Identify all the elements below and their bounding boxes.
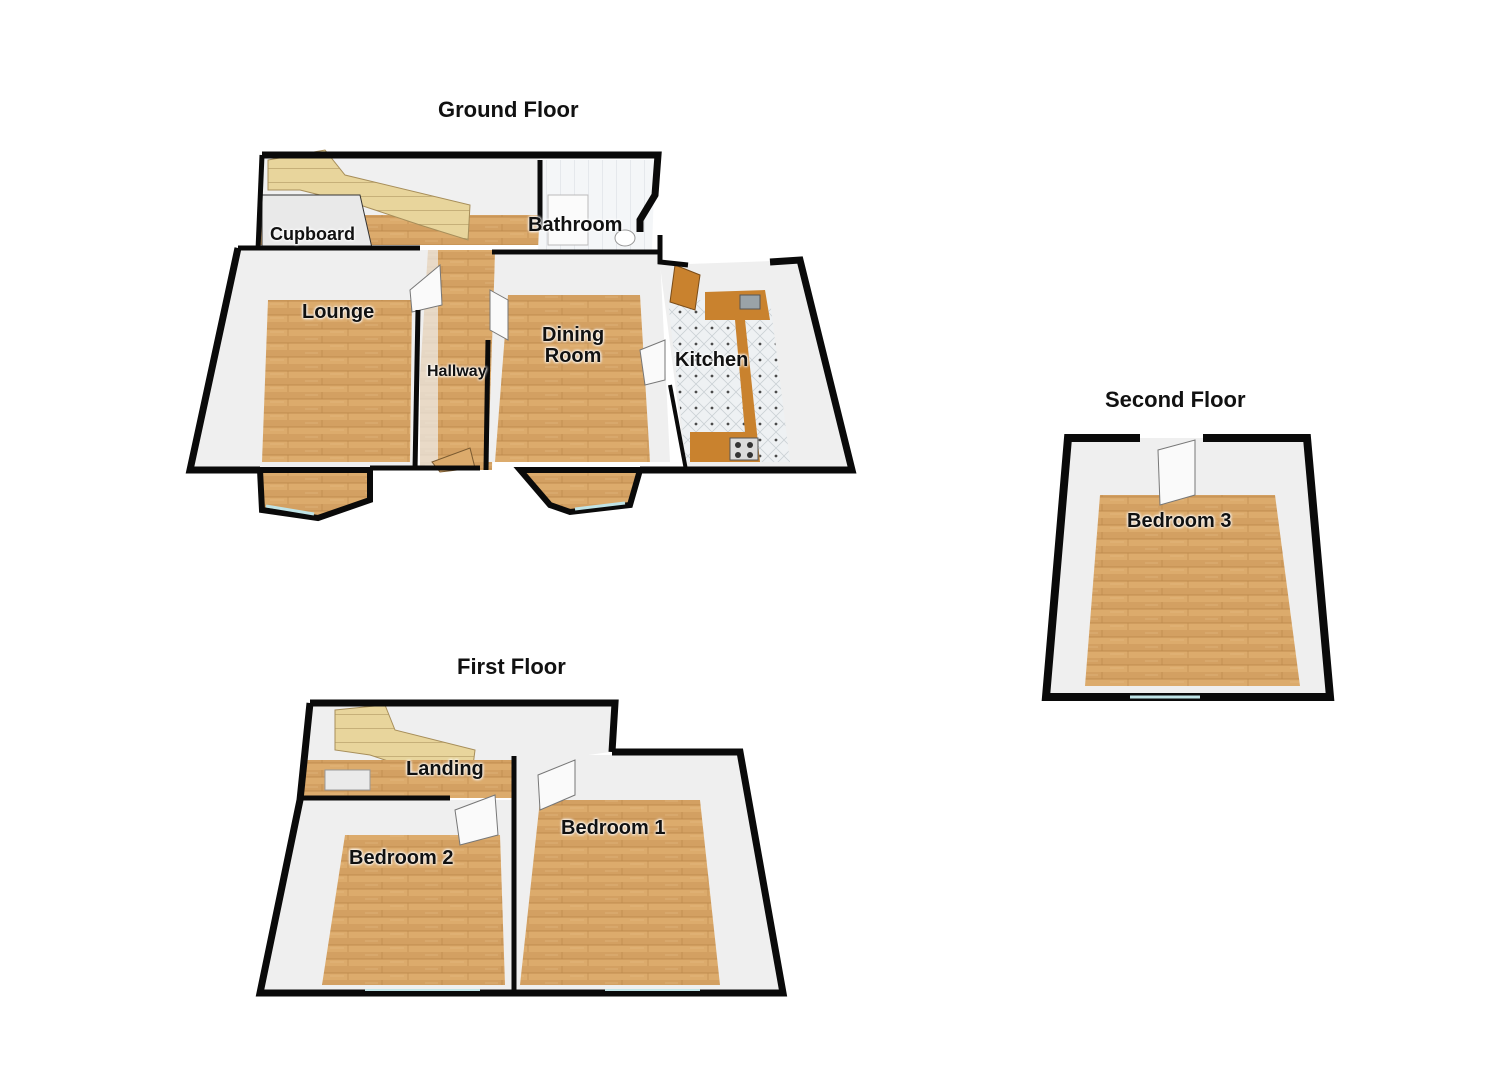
room-label-dining-room: Dining Room [542,325,604,367]
room-label-landing: Landing [406,758,484,780]
room-label-bedroom-3: Bedroom 3 [1127,510,1232,532]
second-floor-plan [1041,434,1335,701]
second-floor-title: Second Floor [1105,387,1246,412]
ground-floor-title: Ground Floor [438,97,579,122]
ground-staircase [267,149,471,241]
room-label-dining-room-line1: Dining [542,324,605,346]
room-label-lounge: Lounge [302,301,375,323]
first-floor-title: First Floor [457,654,566,679]
room-label-kitchen: Kitchen [675,349,749,371]
ground-floor-plan [185,149,857,522]
first-floor-plan [255,699,788,997]
room-label-bedroom-1: Bedroom 1 [561,817,666,839]
room-label-bathroom: Bathroom [528,214,623,236]
room-label-bedroom-2: Bedroom 2 [349,847,454,869]
room-label-hallway: Hallway [427,363,487,380]
room-label-dining-room-line2: Room [544,345,602,367]
room-label-cupboard: Cupboard [270,224,355,244]
